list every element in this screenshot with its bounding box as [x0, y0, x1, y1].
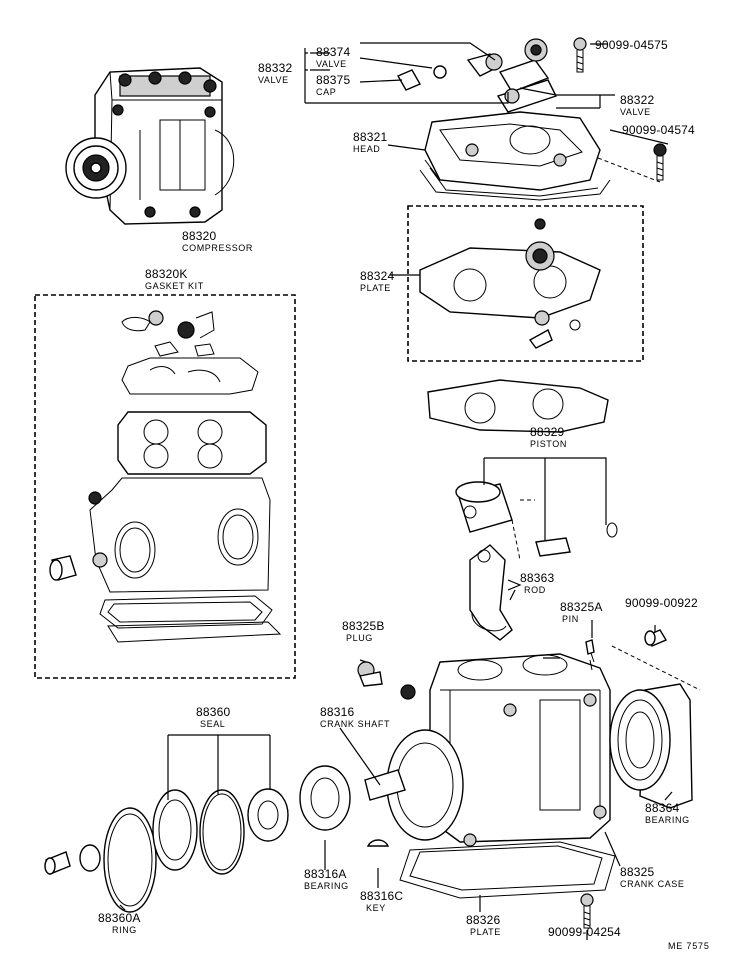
- plug-name: PLUG: [346, 633, 373, 643]
- head-part-number: 88321: [353, 130, 388, 144]
- valve-88374-name: VALVE: [316, 59, 347, 69]
- head-gasket-illustration: [427, 379, 609, 433]
- key-name: KEY: [366, 903, 386, 913]
- head-name: HEAD: [353, 144, 381, 154]
- valve-88374-part-number: 88374: [316, 45, 351, 59]
- bearing-88364-part-number: 88364: [645, 801, 680, 815]
- valve-88332-part-number: 88332: [258, 61, 293, 75]
- gasket-kit-illustration: [49, 310, 282, 643]
- compressor-assembly-illustration: [65, 67, 235, 225]
- bolt-04254-part-number: 90099-04254: [548, 925, 621, 939]
- valve-88322-name: VALVE: [620, 107, 651, 117]
- plate-assembly-boundary: [407, 205, 644, 362]
- ring-name: RING: [112, 925, 137, 935]
- compressor-part-number: 88320: [182, 229, 217, 243]
- pin-name: PIN: [562, 614, 579, 624]
- crank-case-part-number: 88325: [620, 865, 655, 879]
- seal-part-number: 88360: [196, 705, 231, 719]
- crank-case-illustration: [364, 649, 616, 929]
- plate-88326-part-number: 88326: [466, 913, 501, 927]
- piston-name: PISTON: [530, 439, 567, 449]
- crank-case-name: CRANK CASE: [620, 879, 685, 889]
- bolt-00922-part-number: 90099-00922: [625, 596, 698, 610]
- seal-name: SEAL: [200, 719, 226, 729]
- diagram-reference-code: ME 7575: [668, 941, 710, 951]
- bearing-88364-name: BEARING: [645, 815, 690, 825]
- key-part-number: 88316C: [360, 889, 404, 903]
- plate-88324-part-number: 88324: [360, 269, 395, 283]
- rod-part-number: 88363: [520, 571, 555, 585]
- crank-shaft-part-number: 88316: [320, 705, 355, 719]
- valve-88332-name: VALVE: [258, 75, 289, 85]
- valve-88322-part-number: 88322: [620, 93, 655, 107]
- compressor-name: COMPRESSOR: [182, 243, 254, 253]
- bearing-88316a-name: BEARING: [304, 881, 349, 891]
- valve-plate-illustration: [419, 218, 601, 349]
- gasket-kit-name: GASKET KIT: [145, 281, 204, 291]
- plate-88326-name: PLATE: [470, 927, 501, 937]
- shaft-seal-stack-illustration: [44, 734, 390, 913]
- piston-part-number: 88329: [530, 425, 565, 439]
- plug-illustration: [357, 661, 416, 700]
- plug-part-number: 88325B: [342, 619, 385, 633]
- plate-88324-name: PLATE: [360, 283, 391, 293]
- ring-part-number: 88360A: [98, 911, 141, 925]
- bolt-04574-part-number: 90099-04574: [622, 123, 695, 137]
- crank-shaft-name: CRANK SHAFT: [320, 719, 391, 729]
- bearing-88316a-part-number: 88316A: [304, 867, 347, 881]
- bolt-04575-part-number: 90099-04575: [595, 38, 668, 52]
- piston-and-rod-illustration: [455, 457, 618, 641]
- pin-part-number: 88325A: [560, 600, 603, 614]
- valve-and-head-illustration: [397, 37, 667, 201]
- leader-lines: [119, 42, 673, 940]
- gasket-kit-boundary: [34, 294, 296, 679]
- cap-name: CAP: [316, 87, 337, 97]
- rear-bearing-housing-illustration: [585, 629, 701, 809]
- cap-part-number: 88375: [316, 73, 351, 87]
- gasket-kit-part-number: 88320K: [145, 267, 188, 281]
- rod-name: ROD: [524, 585, 546, 595]
